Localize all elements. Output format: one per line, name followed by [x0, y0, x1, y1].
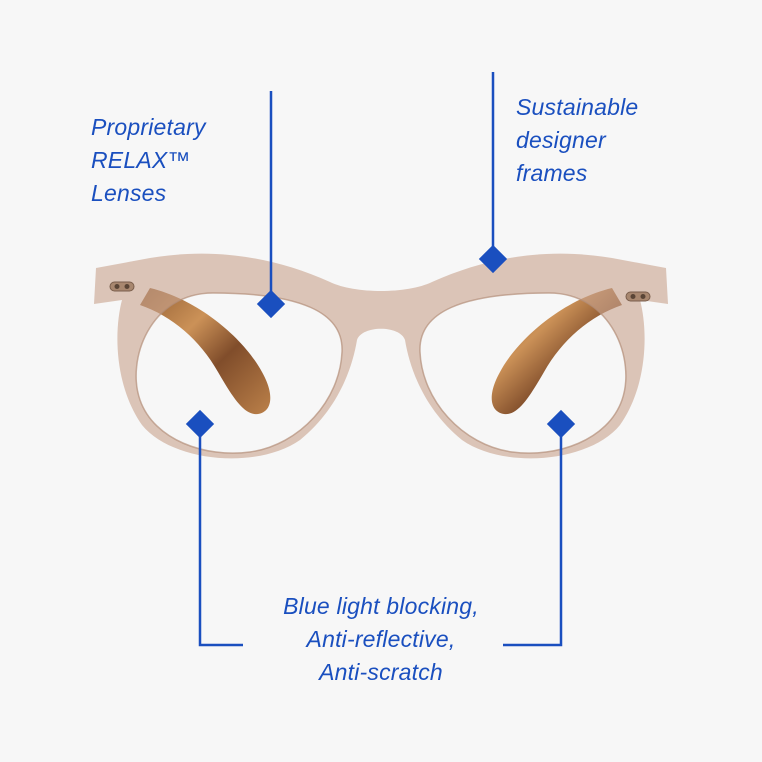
callout-lenses: Proprietary RELAX™ Lenses	[91, 111, 206, 210]
callout-frames-line: frames	[516, 160, 588, 186]
frame-front	[94, 253, 668, 459]
callout-frames-line: designer	[516, 127, 606, 153]
diamond-marker-icon	[256, 289, 286, 319]
callout-coating-line: Blue light blocking,	[283, 593, 479, 619]
callout-frames: Sustainable designer frames	[516, 91, 638, 190]
diamond-marker-icon	[546, 409, 576, 439]
left-temple-arm	[140, 288, 271, 415]
callout-coating: Blue light blocking, Anti-reflective, An…	[200, 590, 562, 689]
callout-lenses-line: RELAX™	[91, 147, 191, 173]
right-lens-rim	[419, 292, 627, 454]
callout-leaders	[198, 72, 563, 647]
callout-lenses-line: Lenses	[91, 180, 167, 206]
coating-leader-left	[198, 424, 243, 647]
callout-frames-line: Sustainable	[516, 94, 639, 120]
right-hinge-rivet	[625, 291, 651, 302]
callout-coating-line: Anti-reflective,	[306, 626, 456, 652]
right-temple-arm	[491, 288, 622, 415]
callout-lenses-line: Proprietary	[91, 114, 206, 140]
left-hinge-rivet	[109, 281, 135, 292]
left-lens-rim	[135, 292, 343, 454]
callout-coating-line: Anti-scratch	[319, 659, 443, 685]
diamond-marker-icon	[185, 409, 215, 439]
coating-leader-right	[503, 424, 563, 647]
